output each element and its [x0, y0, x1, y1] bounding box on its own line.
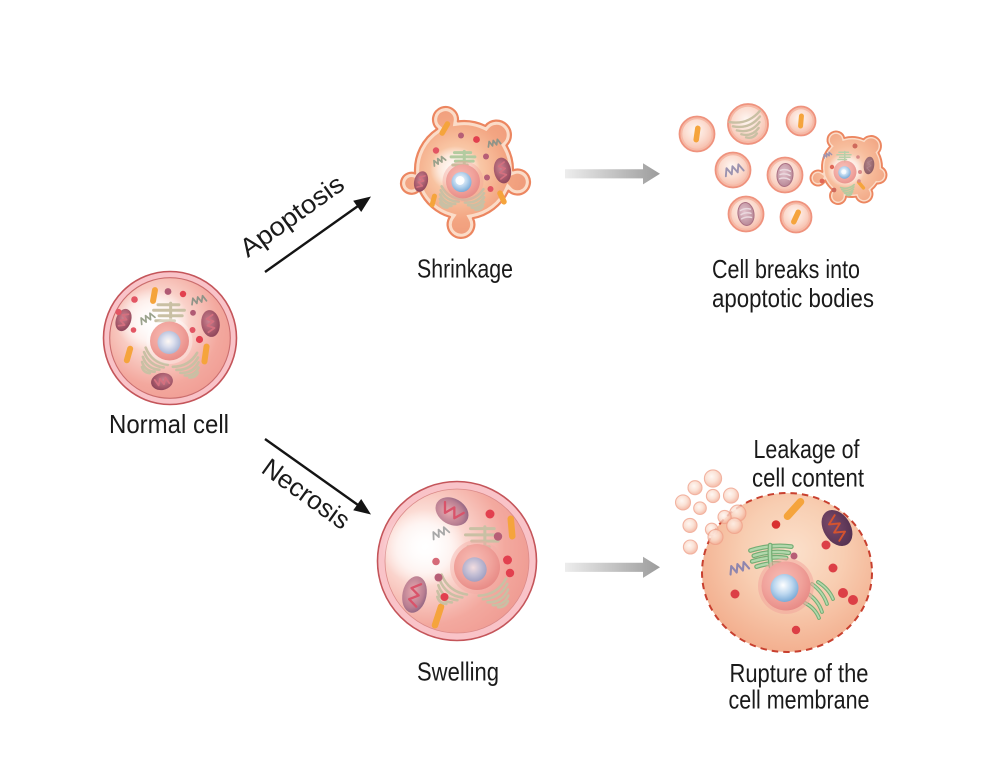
svg-text:Leakage of: Leakage of: [754, 434, 861, 464]
svg-text:Normal cell: Normal cell: [109, 409, 229, 439]
svg-text:apoptotic bodies: apoptotic bodies: [712, 283, 874, 313]
svg-text:Shrinkage: Shrinkage: [417, 254, 513, 284]
svg-text:Swelling: Swelling: [417, 657, 499, 687]
svg-text:cell membrane: cell membrane: [729, 685, 870, 715]
svg-text:Cell breaks into: Cell breaks into: [712, 254, 860, 284]
svg-text:Rupture of the: Rupture of the: [730, 658, 869, 688]
svg-text:cell content: cell content: [752, 463, 865, 493]
